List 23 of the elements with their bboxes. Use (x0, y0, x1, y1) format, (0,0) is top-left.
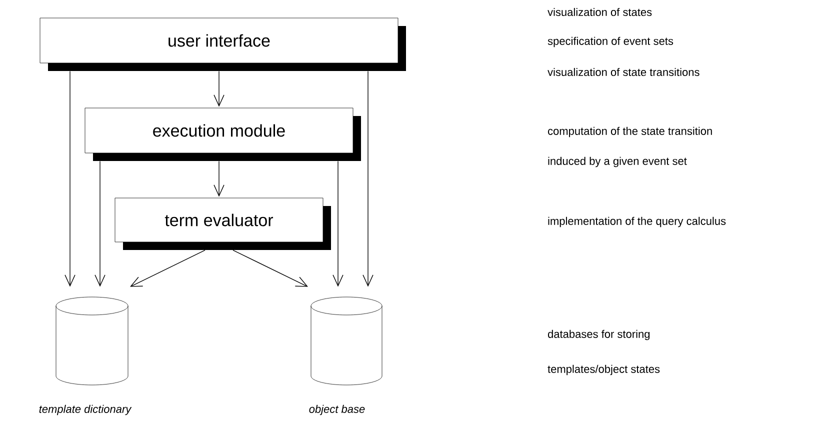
arrow (232, 250, 308, 287)
arrow (214, 160, 224, 197)
description-text: templates/object states (548, 364, 660, 376)
description-text: visualization of state transitions (548, 68, 700, 76)
node-label: object base (309, 404, 365, 416)
description-text: computation of the state transition (548, 126, 712, 138)
description-text: visualization of states (548, 8, 652, 16)
database-cylinder (310, 296, 382, 386)
description-text: induced by a given event set (548, 156, 687, 168)
arrow (130, 250, 206, 287)
arrow (64, 70, 76, 287)
shadowed-box: user interface (40, 18, 406, 71)
arrow (214, 70, 224, 107)
description-text: implementation of the query calculus (548, 216, 726, 228)
description-text: specification of event sets (548, 36, 674, 48)
arrow (332, 160, 344, 287)
arrow (94, 160, 106, 287)
shadowed-box: term evaluator (114, 198, 331, 250)
node-label: template dictionary (39, 404, 132, 416)
shadowed-box: execution module (84, 108, 361, 161)
arrow (362, 70, 374, 287)
database-cylinder (56, 296, 128, 386)
description-text: databases for storing (548, 330, 650, 340)
